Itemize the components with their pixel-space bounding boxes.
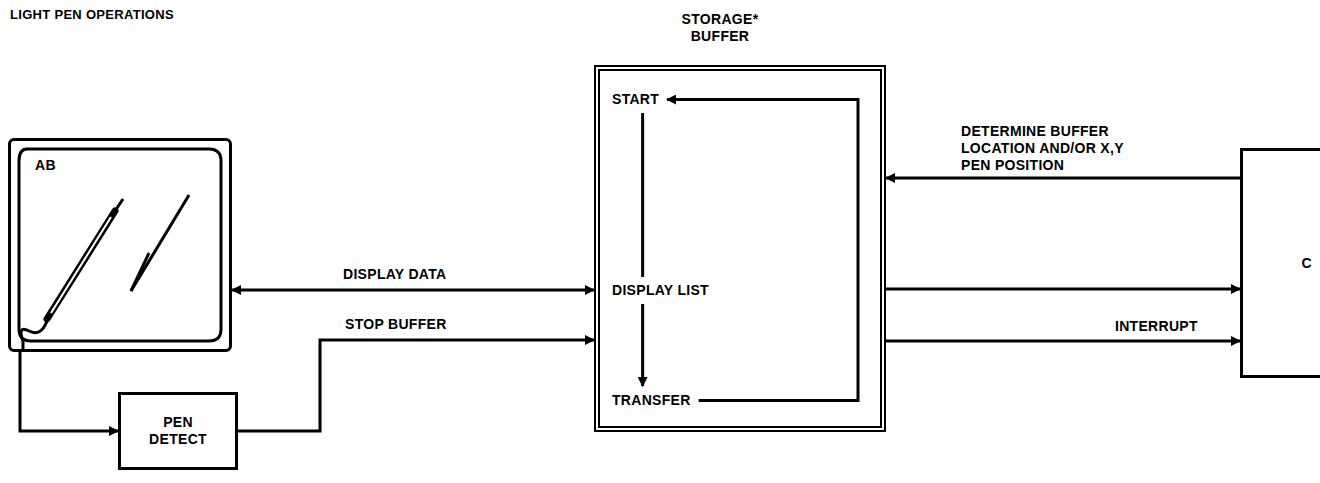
diagram-title: LIGHT PEN OPERATIONS	[10, 6, 174, 23]
flow-line	[641, 113, 644, 277]
display-monitor: AB	[8, 138, 232, 352]
buffer-step: DISPLAY LIST	[612, 282, 709, 299]
light-pen-tip	[115, 199, 123, 211]
storage-buffer-box: STORAGE* BUFFERSTARTDISPLAY LISTTRANSFER	[594, 65, 886, 432]
process-label: PEN DETECT	[133, 414, 223, 448]
buffer-step: TRANSFER	[612, 392, 691, 409]
crt-screen	[19, 149, 221, 341]
buffer-flow	[600, 71, 880, 426]
connector-arrow	[886, 340, 1240, 343]
pen-cord	[21, 321, 47, 349]
signal-label: STOP BUFFER	[342, 316, 450, 333]
connector-arrow	[886, 177, 1240, 180]
pen-detect-box: PEN DETECT	[118, 392, 238, 470]
screen-text: AB	[35, 157, 56, 174]
connector-arrow	[886, 288, 1240, 291]
signal-label: DETERMINE BUFFER LOCATION AND/OR X,Y PEN…	[958, 123, 1144, 174]
connector-arrow	[238, 340, 594, 431]
buffer-step: START	[612, 91, 659, 108]
loop-arrow	[667, 100, 858, 401]
connector-arrow	[20, 352, 118, 431]
connector-arrow	[232, 289, 594, 292]
computer-box: C	[1240, 148, 1320, 378]
buffer-heading: STORAGE* BUFFER	[670, 11, 770, 45]
drawn-line	[131, 253, 149, 291]
flow-arrow	[641, 304, 644, 386]
light-pen-highlight	[51, 217, 111, 313]
drawn-line	[131, 195, 189, 291]
computer-label: C	[1302, 255, 1312, 272]
signal-label: INTERRUPT	[1112, 318, 1201, 335]
light-pen	[47, 211, 115, 319]
signal-label: DISPLAY DATA	[340, 266, 449, 283]
